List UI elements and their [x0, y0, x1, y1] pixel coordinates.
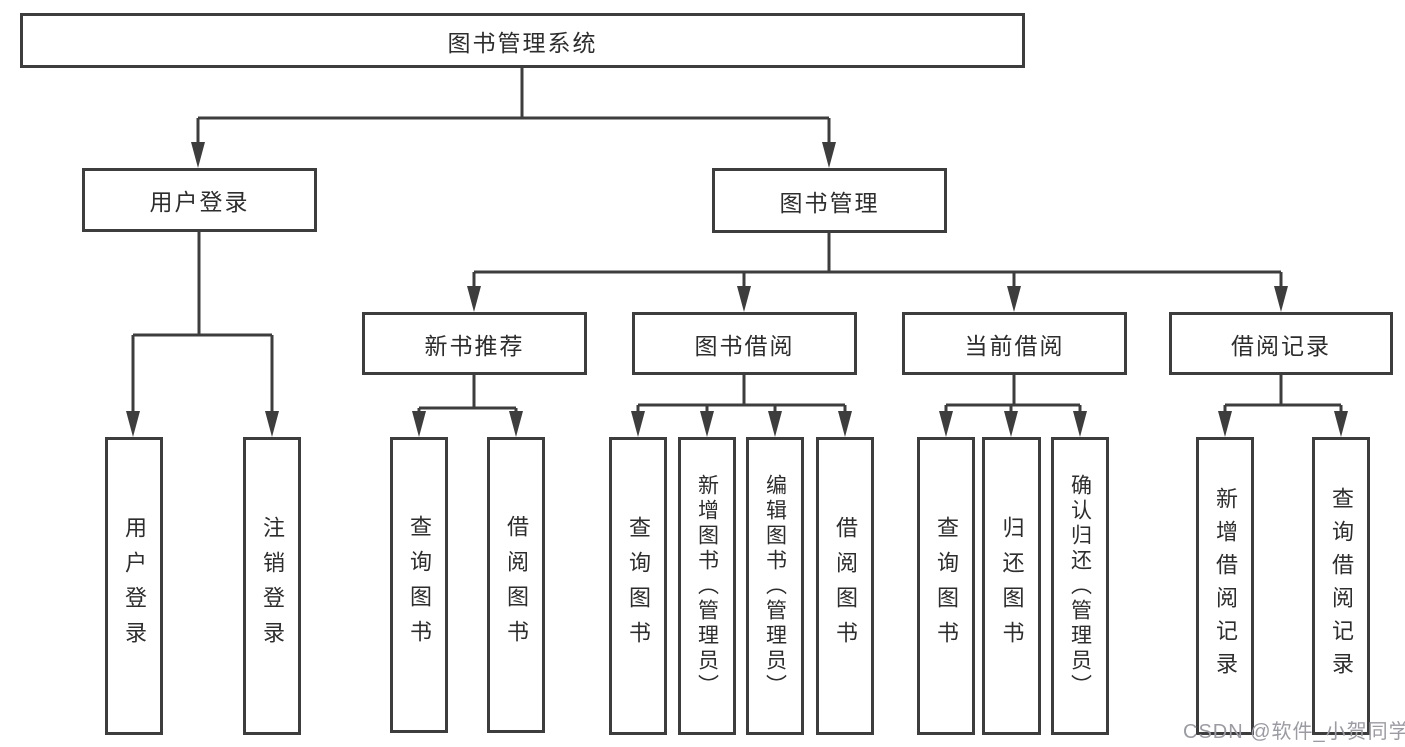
leaf-query-borrow-record-label: 查询借阅记录	[1329, 487, 1354, 685]
node-current-borrow: 当前借阅	[902, 312, 1127, 375]
leaf-borrow-books-recommend: 借阅图书	[487, 437, 545, 733]
leaf-borrow-books-recommend-label: 借阅图书	[504, 515, 529, 655]
leaf-borrow-books-label: 借阅图书	[833, 516, 858, 656]
node-new-book-recommend-label: 新书推荐	[424, 332, 525, 359]
node-current-borrow-label: 当前借阅	[964, 332, 1065, 359]
leaf-return-books: 归还图书	[982, 437, 1041, 735]
leaf-confirm-return-admin-label: 确认归还（管理员）	[1068, 473, 1092, 699]
node-book-management: 图书管理	[712, 168, 947, 233]
leaf-query-borrow-record: 查询借阅记录	[1312, 437, 1370, 735]
leaf-query-books-recommend-label: 查询图书	[407, 515, 432, 655]
node-borrow-records: 借阅记录	[1169, 312, 1393, 375]
leaf-add-borrow-record-label: 新增借阅记录	[1213, 487, 1238, 685]
node-user-login-label: 用户登录	[149, 189, 250, 215]
leaf-add-books-admin: 新增图书（管理员）	[678, 437, 736, 735]
leaf-logout-label: 注销登录	[260, 516, 285, 656]
leaf-add-borrow-record: 新增借阅记录	[1196, 437, 1254, 735]
node-new-book-recommend: 新书推荐	[362, 312, 587, 375]
leaf-query-books-borrow-label: 查询图书	[626, 516, 651, 656]
node-book-management-label: 图书管理	[779, 189, 880, 216]
leaf-query-books-recommend: 查询图书	[390, 437, 448, 733]
leaf-confirm-return-admin: 确认归还（管理员）	[1051, 437, 1109, 735]
csdn-watermark: CSDN @软件_小贺同学	[1183, 721, 1405, 743]
node-user-login: 用户登录	[82, 168, 317, 232]
leaf-borrow-books: 借阅图书	[816, 437, 874, 735]
leaf-user-login-label: 用户登录	[122, 516, 147, 656]
leaf-query-books-borrow: 查询图书	[609, 437, 667, 735]
leaf-edit-books-admin-label: 编辑图书（管理员）	[763, 473, 787, 699]
node-root-label: 图书管理系统	[447, 29, 598, 56]
leaf-edit-books-admin: 编辑图书（管理员）	[746, 437, 804, 735]
leaf-user-login: 用户登录	[105, 437, 163, 735]
leaf-add-books-admin-label: 新增图书（管理员）	[695, 473, 719, 699]
leaf-logout: 注销登录	[243, 437, 301, 735]
leaf-query-books-current-label: 查询图书	[934, 516, 959, 656]
node-root: 图书管理系统	[20, 13, 1025, 68]
node-borrow-records-label: 借阅记录	[1231, 332, 1331, 359]
leaf-query-books-current: 查询图书	[917, 437, 975, 735]
node-book-borrow-label: 图书借阅	[694, 332, 795, 359]
node-book-borrow: 图书借阅	[632, 312, 857, 375]
leaf-return-books-label: 归还图书	[999, 516, 1025, 656]
